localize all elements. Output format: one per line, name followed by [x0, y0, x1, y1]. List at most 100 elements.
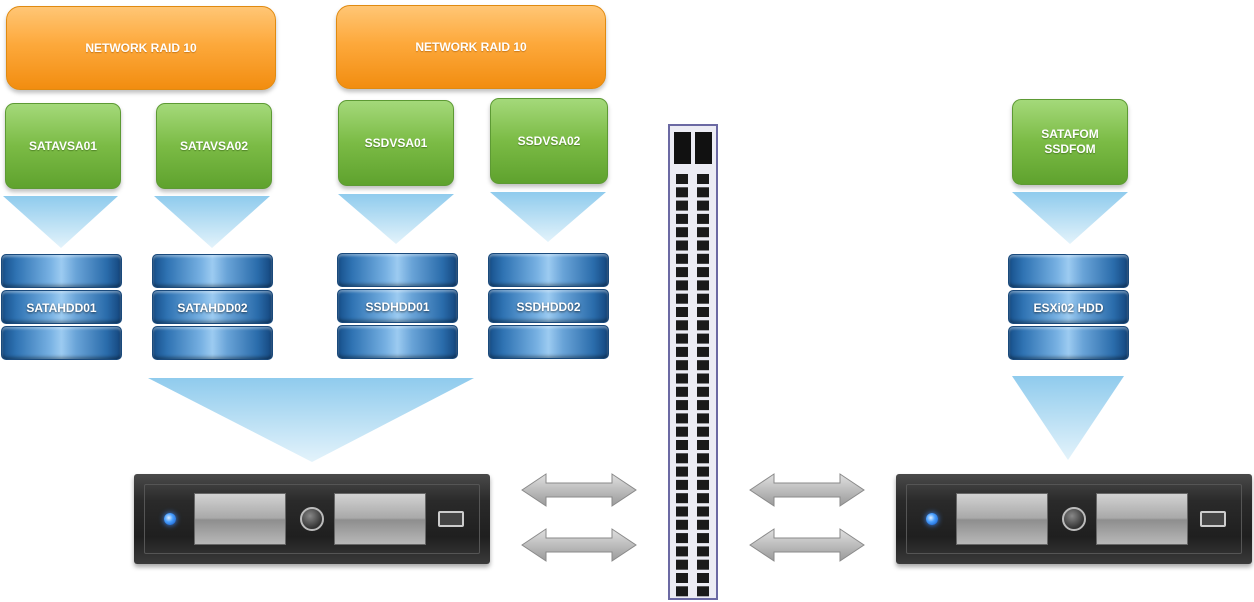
disk-platter: [1, 290, 122, 324]
usb-port-icon: [1200, 511, 1226, 527]
server-bezel: [906, 484, 1242, 554]
funnel-triangle: [148, 378, 474, 462]
funnel-triangle: [490, 192, 606, 242]
server-bezel: [144, 484, 480, 554]
switch-port: [697, 280, 709, 291]
disk-platter: [1008, 254, 1129, 288]
switch-port: [676, 240, 688, 251]
switch-port: [676, 333, 688, 344]
disk-platter: [152, 326, 273, 360]
bidirectional-arrow-icon: [521, 528, 637, 562]
switch-port: [676, 440, 688, 450]
funnel-triangle: [154, 196, 270, 248]
disk-platter: [337, 289, 458, 323]
switch-port: [676, 213, 688, 224]
disk-label: SSDHDD01: [365, 300, 430, 314]
switch-port: [697, 519, 709, 530]
drive-bay: [194, 493, 286, 545]
bidirectional-arrow-icon: [749, 473, 865, 507]
bidirectional-arrow-icon: [521, 473, 637, 507]
power-led-icon: [926, 513, 938, 525]
disk-stack-esxi02-hdd: ESXi02 HDD: [1008, 254, 1129, 362]
switch-port: [676, 227, 688, 238]
network-switch-icon: [668, 124, 718, 600]
vsa-node-label-line2: SSDFOM: [1044, 142, 1096, 156]
disk-stack-satahdd01: SATAHDD01: [1, 254, 122, 362]
vsa-node-label-line1: SATAFOM: [1041, 127, 1099, 141]
switch-port: [676, 187, 688, 198]
switch-port: [697, 586, 709, 597]
switch-port: [676, 346, 688, 357]
power-button-icon: [300, 507, 324, 531]
switch-port: [676, 559, 688, 570]
funnel-triangle: [1012, 376, 1124, 460]
disk-label: ESXi02 HDD: [1033, 301, 1104, 315]
switch-port: [697, 546, 709, 557]
switch-port: [697, 573, 709, 583]
vsa-node-label: SATAVSA02: [179, 138, 248, 153]
switch-port: [697, 200, 709, 211]
switch-port: [697, 174, 709, 184]
switch-port: [697, 346, 709, 357]
switch-port: [676, 373, 688, 384]
disk-platter: [1008, 290, 1129, 324]
bidirectional-arrow-icon: [749, 528, 865, 562]
disk-platter: [152, 254, 273, 288]
switch-port: [676, 426, 688, 437]
disk-platter: [1008, 326, 1129, 360]
disk-platter: [152, 290, 273, 324]
switch-port: [697, 400, 709, 411]
switch-ports: [674, 132, 712, 597]
switch-port: [676, 453, 688, 464]
switch-port: [697, 307, 709, 317]
switch-port: [676, 586, 688, 597]
power-button-icon: [1062, 507, 1086, 531]
switch-port: [697, 187, 709, 198]
switch-port: [676, 546, 688, 557]
switch-port: [697, 413, 709, 424]
vsa-node-fom: SATAFOM SSDFOM: [1012, 99, 1128, 185]
switch-port: [676, 267, 688, 278]
switch-port: [697, 333, 709, 344]
switch-port: [697, 267, 709, 278]
switch-port: [676, 307, 688, 317]
switch-port: [697, 227, 709, 238]
switch-port: [676, 466, 688, 477]
disk-platter: [488, 253, 609, 287]
switch-port: [697, 320, 709, 331]
switch-port: [676, 174, 688, 184]
switch-port: [697, 213, 709, 224]
switch-port: [697, 386, 709, 397]
disk-label: SATAHDD01: [26, 301, 97, 315]
raid-group-ssd: NETWORK RAID 10: [336, 5, 606, 89]
switch-port: [697, 466, 709, 477]
vsa-node-label: SSDVSA02: [517, 133, 581, 148]
switch-port: [697, 440, 709, 450]
switch-port: [676, 386, 688, 397]
vsa-node-satavsa01: SATAVSA01: [5, 103, 121, 189]
switch-port: [676, 200, 688, 211]
vsa-node-label: SATAVSA01: [28, 138, 97, 153]
funnel-triangle: [1012, 192, 1128, 244]
switch-port: [697, 253, 709, 264]
disk-platter: [1, 326, 122, 360]
disk-platter: [1, 254, 122, 288]
switch-port: [697, 360, 709, 371]
switch-port: [676, 519, 688, 530]
raid-group-sata: NETWORK RAID 10: [6, 6, 276, 90]
switch-port: [697, 240, 709, 251]
switch-port: [676, 280, 688, 291]
switch-port: [697, 426, 709, 437]
drive-bay: [956, 493, 1048, 545]
switch-port: [697, 559, 709, 570]
disk-stack-ssdhdd01: SSDHDD01: [337, 253, 458, 361]
raid-group-label: NETWORK RAID 10: [85, 41, 197, 55]
usb-port-icon: [438, 511, 464, 527]
switch-port: [697, 493, 709, 504]
disk-platter: [488, 289, 609, 323]
disk-stack-satahdd02: SATAHDD02: [152, 254, 273, 362]
funnel-triangle: [338, 194, 454, 244]
switch-port: [676, 493, 688, 504]
switch-port: [697, 293, 709, 304]
